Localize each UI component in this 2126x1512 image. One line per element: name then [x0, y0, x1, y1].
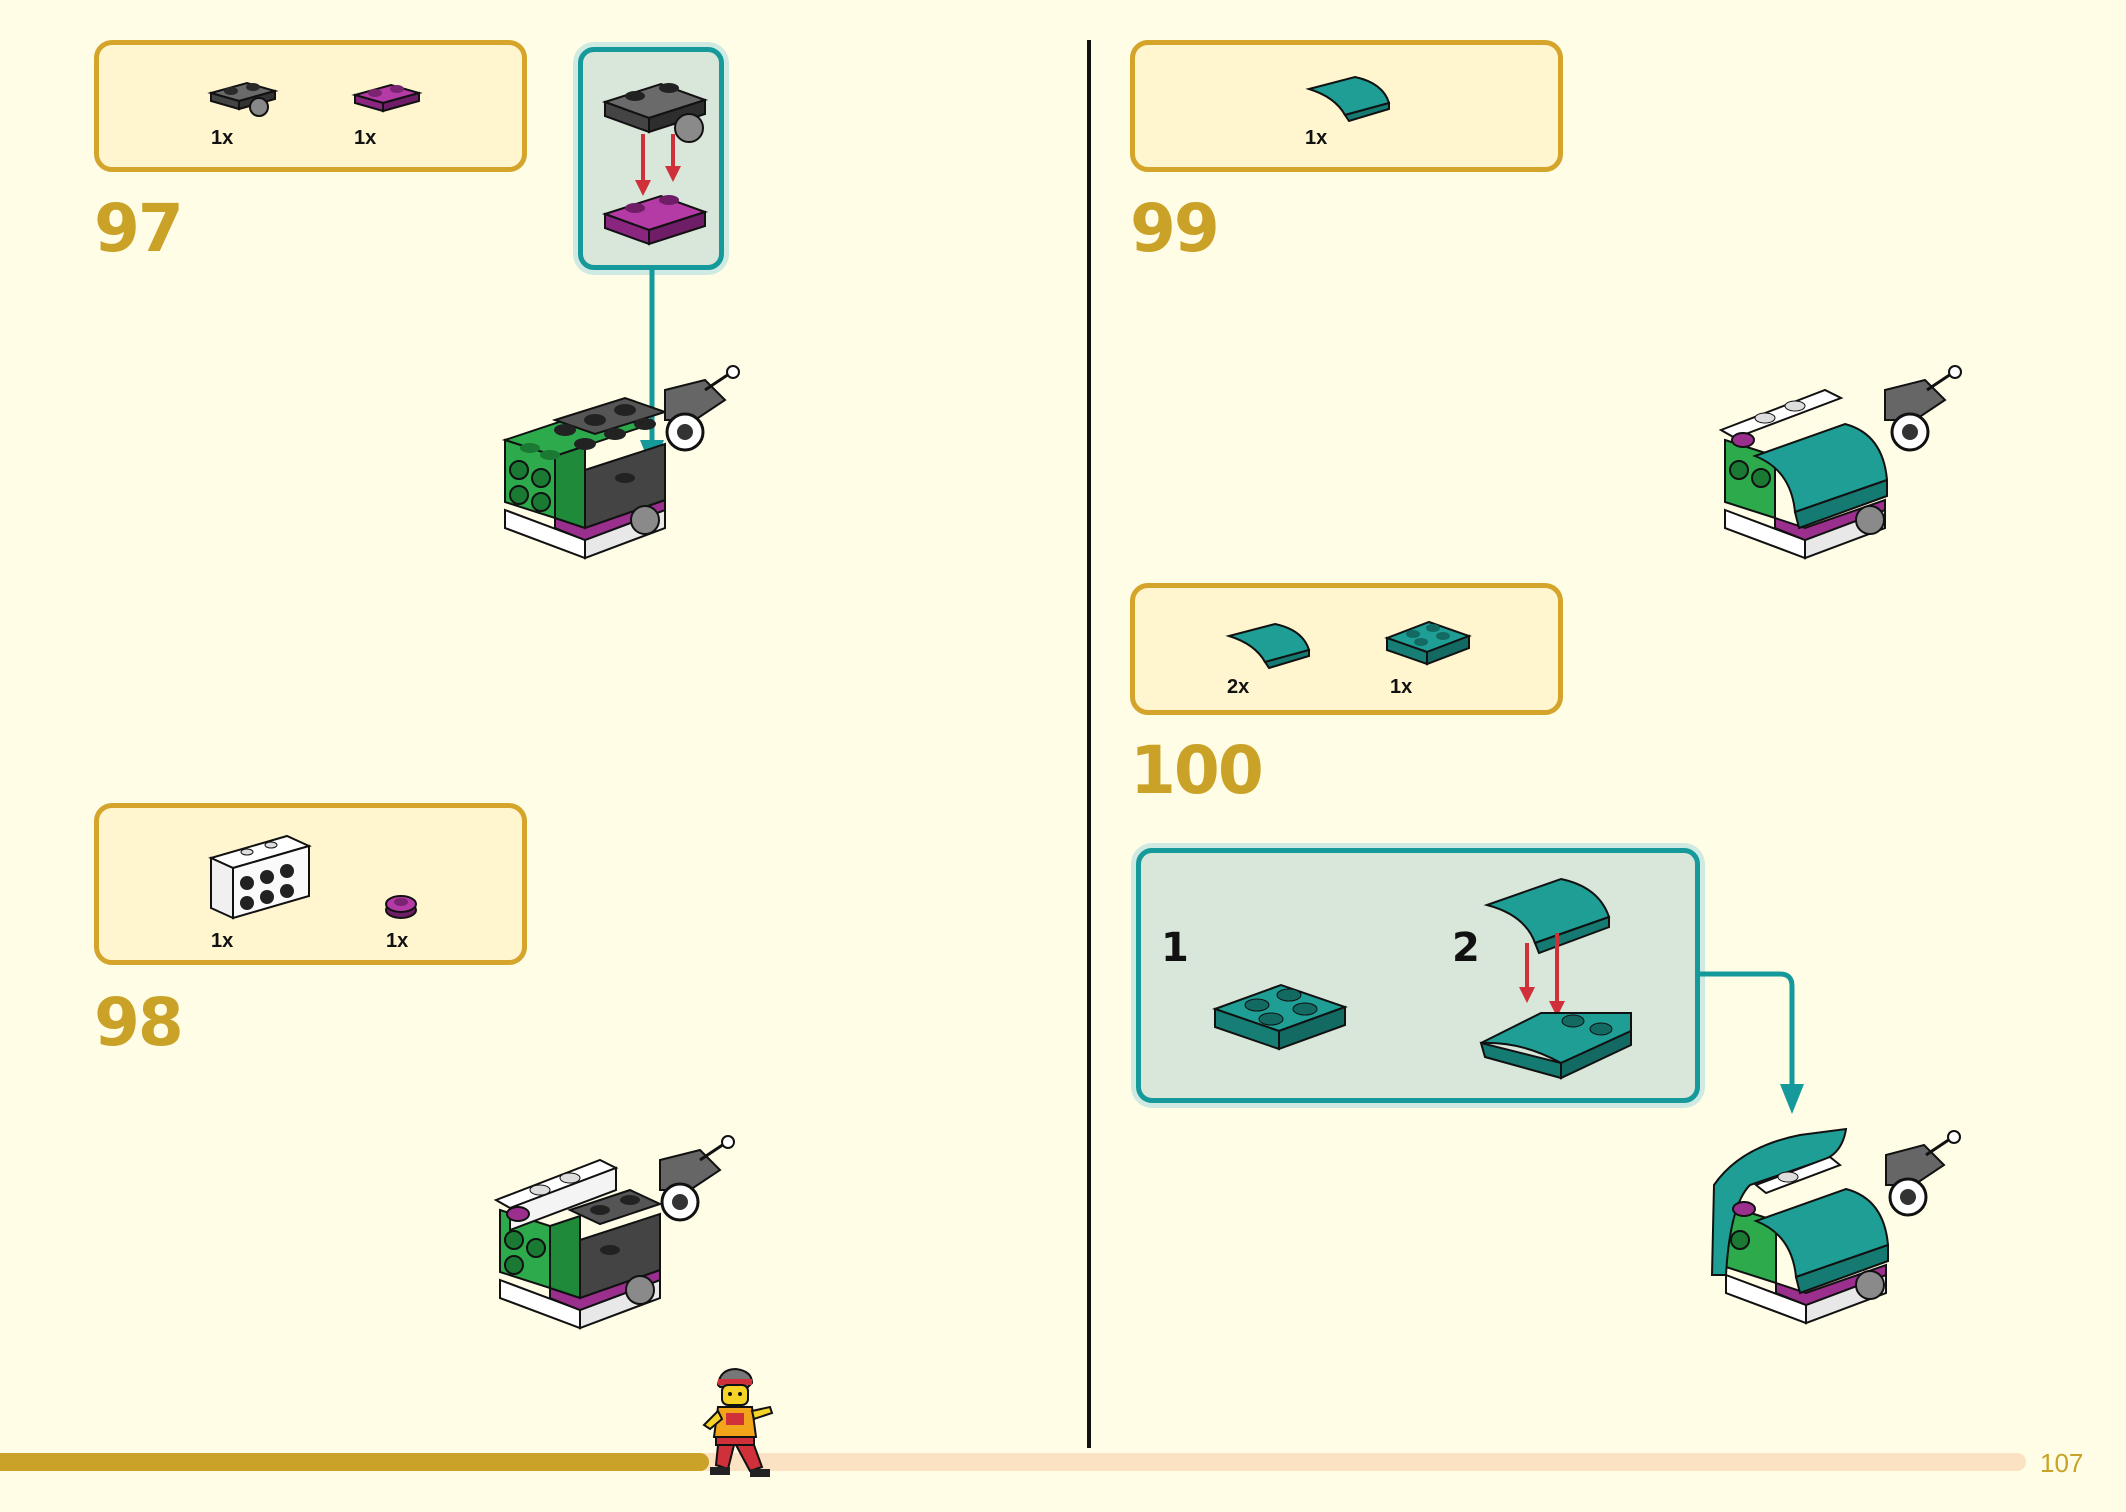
- parts-callout-97: 1x 1x: [94, 40, 527, 172]
- minifigure-icon: [702, 1367, 774, 1477]
- step-number: 97: [94, 190, 184, 267]
- substep-number: 2: [1452, 925, 1480, 971]
- page-divider: [1087, 40, 1091, 1448]
- substep-number: 1: [1161, 925, 1189, 971]
- parts-callout-100: 2x 1x: [1130, 583, 1563, 715]
- step-number: 99: [1130, 190, 1220, 267]
- part-qty: 2x: [1227, 676, 1250, 698]
- subassembly-panel-100: 1 2: [1136, 848, 1700, 1103]
- progress-bar: [0, 1453, 2026, 1471]
- subassembly-panel-97: [578, 47, 724, 270]
- part-qty: 1x: [1390, 676, 1413, 698]
- part-qty: 1x: [211, 127, 234, 149]
- teal-curved-slope-icon: [1225, 622, 1311, 670]
- model-step-97: [501, 365, 740, 560]
- dark-gray-plate-with-ball-icon: [207, 81, 279, 117]
- teal-plate-2x2-icon: [1384, 620, 1472, 666]
- part-qty: 1x: [211, 930, 234, 952]
- teal-plate-2x2-icon: [1212, 983, 1348, 1051]
- model-step-98: [493, 1135, 735, 1330]
- model-step-100: [1710, 1127, 1961, 1325]
- teal-curved-slope-icon: [1305, 75, 1391, 123]
- part-qty: 1x: [1305, 127, 1328, 149]
- white-bracket-plate-icon: [208, 834, 312, 920]
- part-qty: 1x: [354, 127, 377, 149]
- connector-arrow-100: [1700, 971, 1804, 1114]
- parts-callout-98: 1x 1x: [94, 803, 527, 965]
- part-qty: 1x: [386, 930, 409, 952]
- plate-stack-icon: [601, 82, 709, 246]
- page-number: 107: [2040, 1448, 2084, 1478]
- slope-assembly-icon: [1479, 877, 1632, 1080]
- model-step-99: [1718, 365, 1962, 560]
- step-number: 98: [94, 984, 184, 1061]
- step-number: 100: [1130, 732, 1264, 809]
- magenta-plate-icon: [351, 83, 423, 113]
- progress-fill: [0, 1453, 710, 1471]
- parts-callout-99: 1x: [1130, 40, 1563, 172]
- magenta-round-plate-icon: [385, 895, 417, 919]
